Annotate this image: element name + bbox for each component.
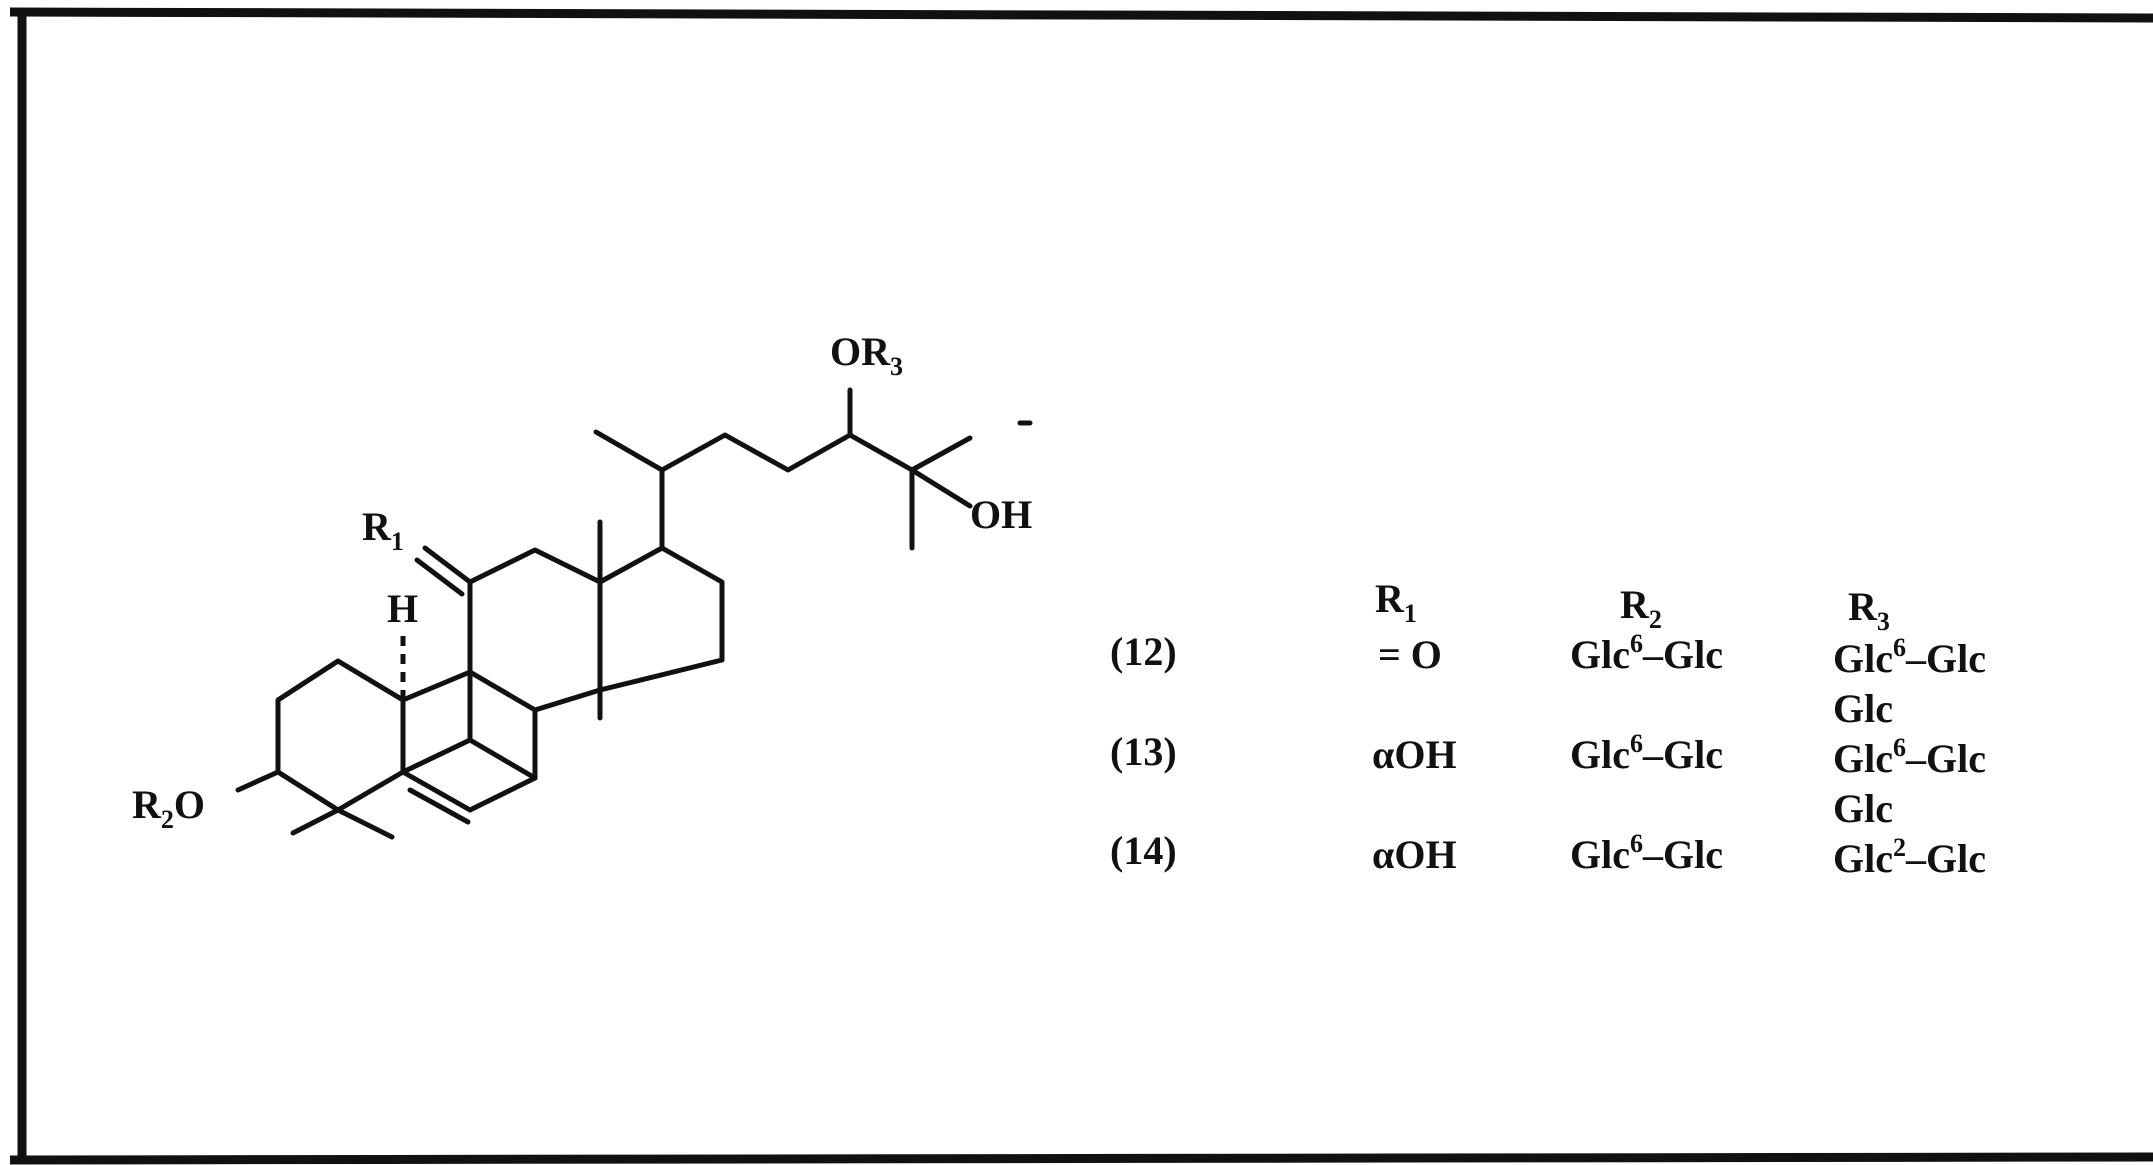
substituent-table: R1 R2 R3 (12) = O Glc6–Glc Glc6–Glc Glc … [1110,576,1986,881]
cell-r1: αOH [1372,832,1457,877]
cell-r3: Glc2–Glc [1833,833,1986,881]
compound-id: (14) [1110,828,1177,873]
or3-label: OR3 [830,329,903,381]
oh-label: OH [970,492,1032,537]
header-r2: R2 [1620,582,1662,634]
r2o-label: R2O [132,782,205,834]
hydrogen-label: H [387,586,418,631]
table-row: (14) αOH Glc6–Glc Glc2–Glc [1110,828,1986,881]
c3-o-bond [235,769,281,793]
cell-r1: αOH [1372,732,1457,777]
table-row: (12) = O Glc6–Glc Glc6–Glc Glc [1110,629,1986,731]
compound-id: (13) [1110,729,1177,774]
atom-labels: R1 H R2O OR3 OH [132,329,1032,834]
header-r3: R3 [1848,584,1890,636]
table-row: (13) αOH Glc6–Glc Glc6–Glc Glc [1110,729,1986,831]
cell-r3-extra: Glc [1833,686,1893,731]
ring-bonds [235,387,1033,840]
double-bond-ring-b [407,787,471,825]
cell-r2: Glc6–Glc [1570,829,1723,877]
ring-d [597,545,725,693]
side-chain [659,432,915,551]
cell-r2: Glc6–Glc [1570,729,1723,777]
cell-r1: = O [1378,632,1442,677]
cell-r2: Glc6–Glc [1570,629,1723,677]
compound-id: (12) [1110,629,1177,674]
r1-double-bond-a [422,545,473,585]
steroid-skeleton: R1 H R2O OR3 OH [132,329,1033,840]
gem-dimethyl-1 [290,807,341,836]
side-chain-methyl-c20 [593,429,665,473]
header-r1: R1 [1375,576,1417,628]
table-header: R1 R2 R3 [1375,576,1890,636]
cell-r3: Glc6–Glc [1833,633,1986,681]
gem-dimethyl-2 [335,807,395,840]
r1-label: R1 [362,504,404,556]
cell-r3-extra: Glc [1833,786,1893,831]
ring-a [275,658,406,813]
ring-b [400,669,473,775]
side-chain-c25-oh [909,467,973,509]
side-chain-methyl-c25-a [909,435,973,473]
ring-c [467,547,603,713]
figure-border [9,7,2153,1165]
cell-r3: Glc6–Glc [1833,733,1986,781]
r1-double-bond-b [414,557,465,597]
